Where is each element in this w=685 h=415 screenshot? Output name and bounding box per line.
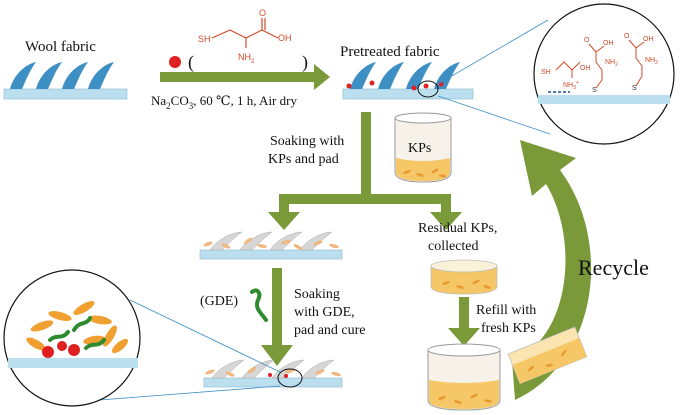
pretreated-fabric-illustration <box>342 62 474 100</box>
fabric-with-kps <box>199 231 343 260</box>
zoom-nh3plus: NH3+ <box>563 80 579 91</box>
soaking-gde-label-line3: pad and cure <box>294 323 366 338</box>
arrow-soaking-gde <box>261 268 293 366</box>
zoom-circle-crosslinked <box>3 269 141 407</box>
final-fabric <box>203 359 343 388</box>
soaking-kps-label-line1: Soaking with <box>270 134 344 149</box>
zoom-s-2: S <box>632 85 637 92</box>
reagent-close-paren: ) <box>302 52 308 73</box>
recycle-label: Recycle <box>578 255 649 280</box>
arrow-soaking-kps <box>268 112 462 230</box>
zoom-line-top <box>437 19 549 85</box>
refill-label-line1: Refill with <box>476 303 536 318</box>
refill-beaker <box>427 343 501 411</box>
gde-molecule-icon <box>250 288 268 322</box>
zoom-line-bl-bottom <box>99 385 281 401</box>
pretreated-fabric-label: Pretreated fabric <box>340 44 440 60</box>
refill-label-line2: fresh KPs <box>481 321 536 336</box>
zoom-o-2: O <box>624 33 630 40</box>
reagent-open-paren: ( <box>188 52 194 73</box>
wool-fabric-illustration <box>3 62 128 100</box>
zoom-oh-2: OH <box>603 40 614 47</box>
cys-oh: OH <box>278 33 292 43</box>
soaking-gde-label-line1: Soaking <box>294 287 340 302</box>
wool-fabric-label: Wool fabric <box>25 39 96 55</box>
zoom-sh: SH <box>541 69 551 76</box>
pouring-cup <box>507 326 588 385</box>
zoom-oh-3: OH <box>643 36 654 43</box>
gde-label: (GDE) <box>200 294 238 309</box>
residual-kps-label-line2: collected <box>428 239 479 254</box>
residual-kps-label-line1: Residual KPs, <box>418 221 497 236</box>
cys-sh: SH <box>198 34 211 44</box>
soaking-kps-label-line2: KPs and pad <box>268 152 339 167</box>
soaking-gde-label-line2: with GDE, <box>294 305 355 320</box>
zoom-nh2-2: NH2 <box>645 57 658 66</box>
zoom-oh-1: OH <box>580 65 591 72</box>
zoom-line-bl-top <box>129 299 281 373</box>
arrow-refill <box>448 297 480 346</box>
zoom-circle-surface-chemistry: SH OH NH3+ O OH NH2 S O OH NH2 S <box>533 3 675 145</box>
conditions-label: Na2CO3, 60 ℃, 1 h, Air dry <box>151 93 297 111</box>
zoom-s-1: S <box>592 87 597 94</box>
residual-kps-dish <box>430 259 498 295</box>
cysteine-dot-icon <box>169 56 181 68</box>
zoom-nh2-1: NH2 <box>605 59 618 68</box>
cysteine-structure: SH O OH NH2 <box>198 8 292 65</box>
zoom-o-1: O <box>584 37 590 44</box>
arrow-wool-to-pretreated <box>160 64 330 90</box>
cys-nh2: NH2 <box>238 52 255 65</box>
kps-label: KPs <box>408 141 431 156</box>
kps-beaker <box>394 112 452 183</box>
zoom-line-bottom <box>437 95 551 135</box>
cys-o: O <box>259 8 266 18</box>
